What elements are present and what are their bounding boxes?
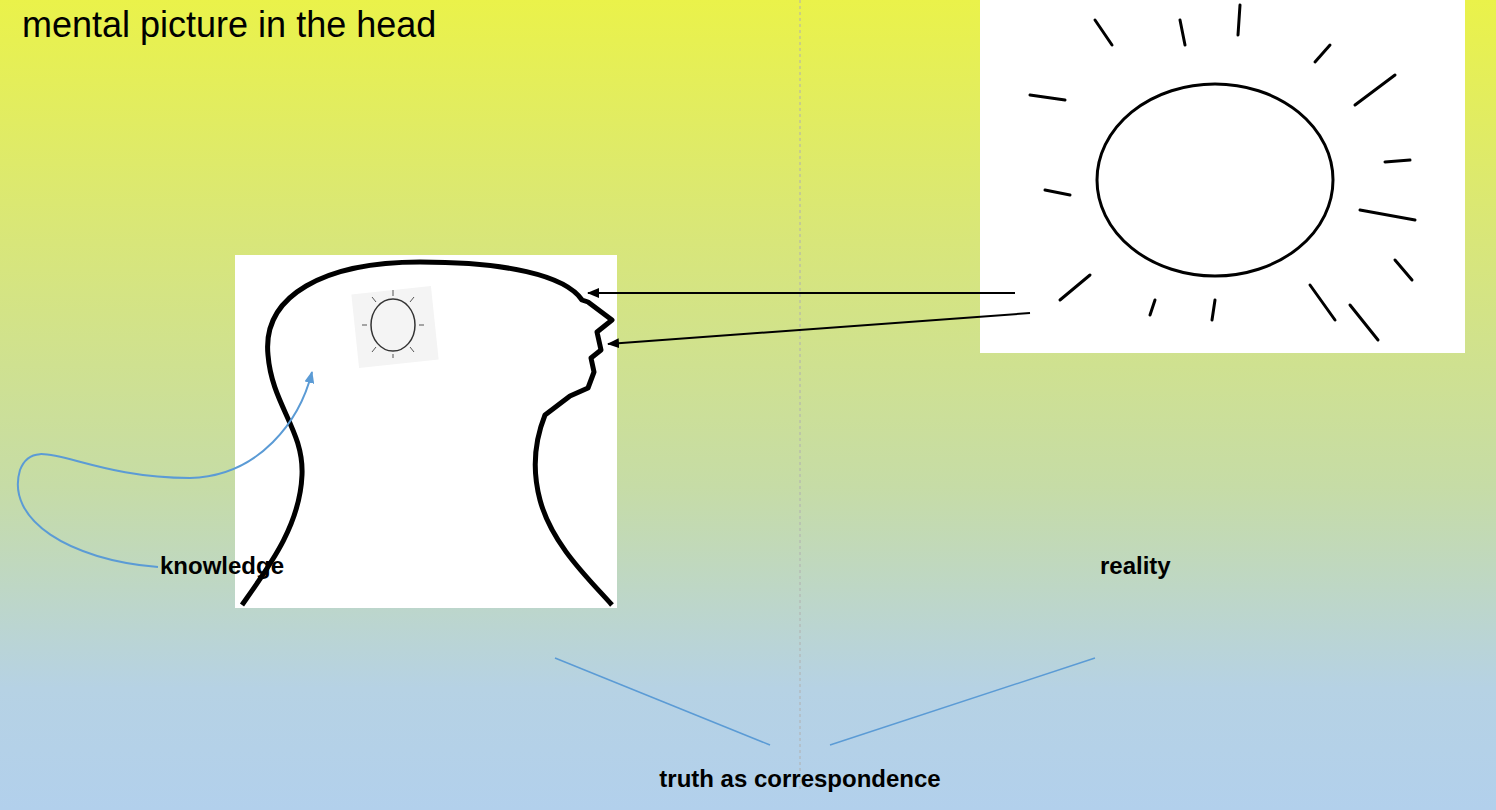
divider-line [800, 0, 801, 790]
sun-drawing [1030, 5, 1415, 340]
head-panel [235, 255, 617, 608]
head-silhouette [242, 262, 612, 605]
caption-label: truth as correspondence [659, 765, 940, 793]
light-arrow [588, 292, 1015, 294]
light-arrow [608, 313, 1030, 344]
sun-panel [980, 0, 1465, 353]
leader-line [830, 658, 1095, 745]
knowledge-label: knowledge [160, 552, 284, 580]
leader-line [555, 658, 770, 745]
slide-title: mental picture in the head [22, 4, 436, 46]
leader-arrow [18, 372, 312, 567]
reality-label: reality [1100, 552, 1171, 580]
mental-sun [351, 286, 438, 368]
